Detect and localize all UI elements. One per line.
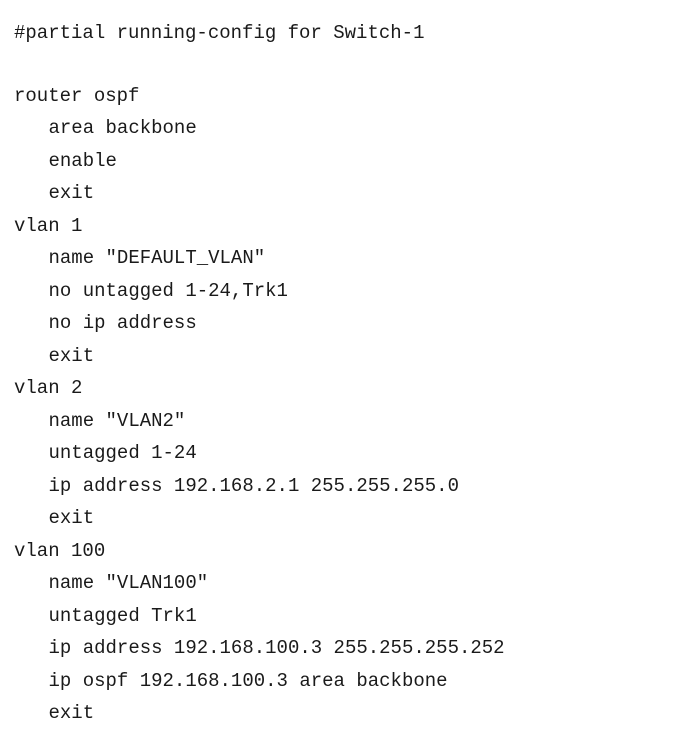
config-block-header: vlan 1 <box>14 214 83 237</box>
config-line: untagged Trk1 <box>48 604 197 627</box>
config-line: no ip address <box>48 312 197 334</box>
running-config-listing: #partial running-config for Switch-1 rou… <box>14 17 505 730</box>
config-line: no untagged 1-24,Trk1 <box>48 279 288 302</box>
config-line: exit <box>48 182 95 204</box>
config-line: ip address 192.168.100.3 255.255.255.252 <box>48 637 505 659</box>
config-block-header: vlan 2 <box>14 377 83 399</box>
config-line: enable <box>48 149 117 172</box>
config-line: name "VLAN2" <box>48 409 186 432</box>
config-block-vlan-100: vlan 100 name "VLAN100" untagged Trk1 ip… <box>14 535 505 730</box>
config-line: name "VLAN100" <box>48 572 209 594</box>
config-block-vlan-1: vlan 1 name "DEFAULT_VLAN" no untagged 1… <box>14 210 505 373</box>
config-line: ip ospf 192.168.100.3 area backbone <box>48 669 448 692</box>
config-line: exit <box>48 507 95 529</box>
config-title: #partial running-config for Switch-1 <box>14 22 425 44</box>
config-block-header: vlan 100 <box>14 539 106 562</box>
config-block-vlan-2: vlan 2 name "VLAN2" untagged 1-24 ip add… <box>14 372 505 535</box>
config-line: name "DEFAULT_VLAN" <box>48 247 266 269</box>
config-line: ip address 192.168.2.1 255.255.255.0 <box>48 474 459 497</box>
config-line: exit <box>48 344 95 367</box>
config-line: exit <box>48 702 95 724</box>
config-block-header: router ospf <box>14 84 140 107</box>
config-block-router-ospf: router ospf area backbone enable exit <box>14 80 505 210</box>
config-line: area backbone <box>48 117 197 139</box>
config-line: untagged 1-24 <box>48 442 197 464</box>
